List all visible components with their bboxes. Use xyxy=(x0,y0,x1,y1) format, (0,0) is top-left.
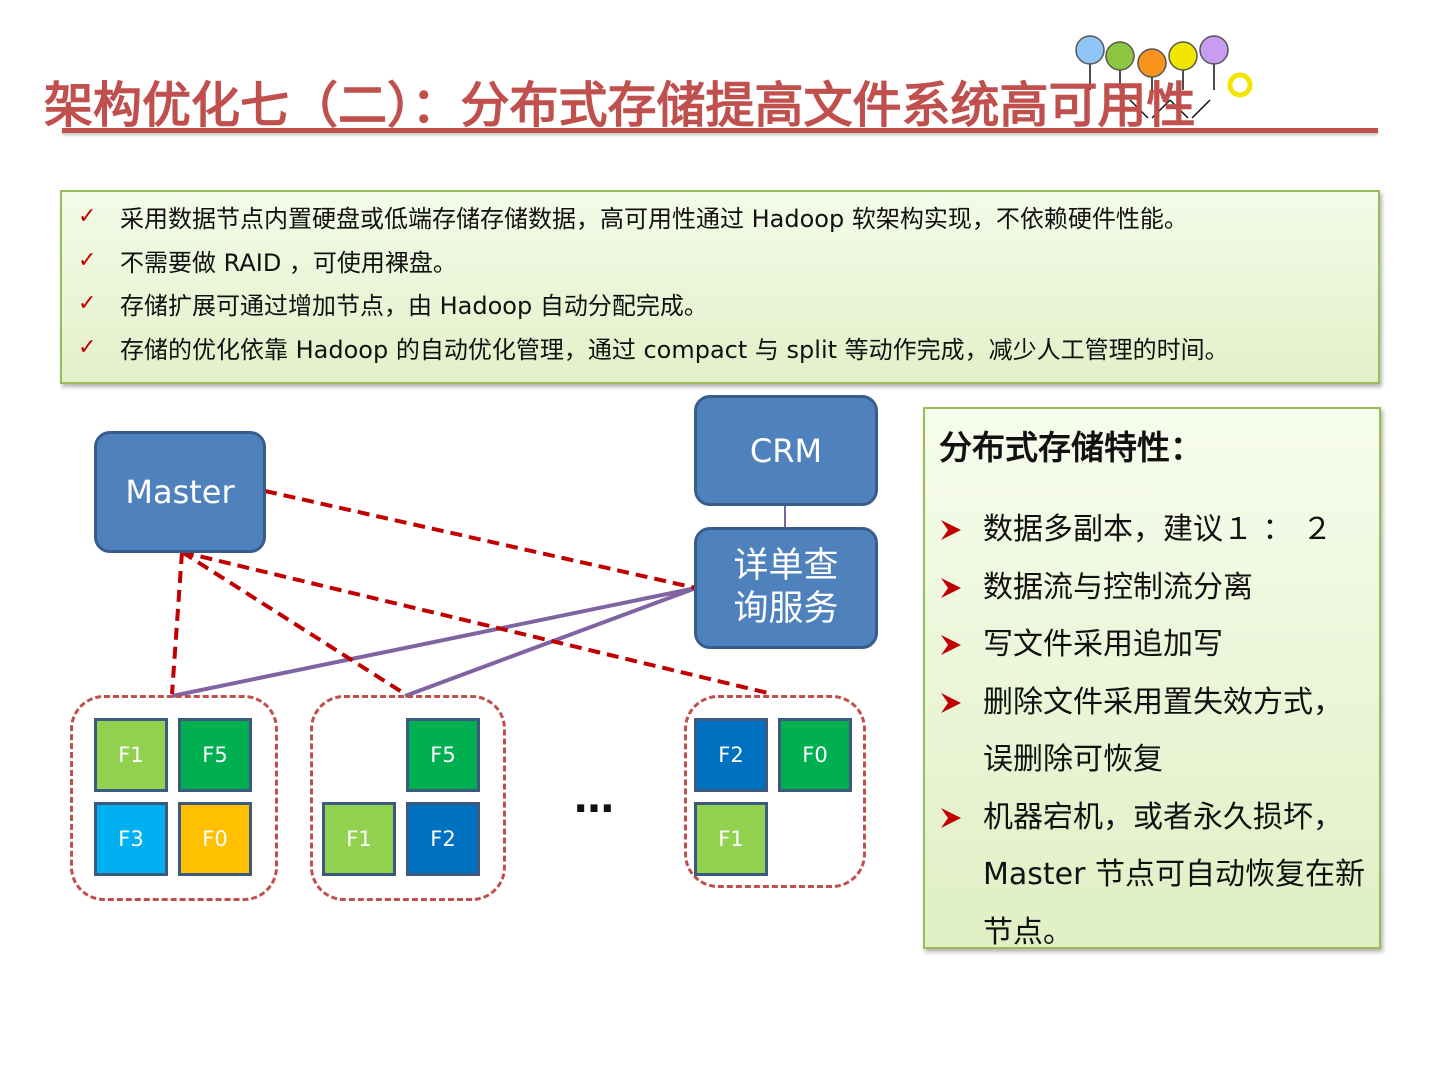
master-node: Master xyxy=(94,431,266,553)
file-block: F0 xyxy=(778,718,852,792)
key-points-box: ✓采用数据节点内置硬盘或低端存储存储数据，高可用性通过 Hadoop 软架构实现… xyxy=(60,190,1380,384)
key-point: ✓存储扩展可通过增加节点，由 Hadoop 自动分配完成。 xyxy=(78,285,1378,329)
key-point: ✓存储的优化依靠 Hadoop 的自动优化管理，通过 compact 与 spl… xyxy=(78,329,1378,373)
check-icon: ✓ xyxy=(78,247,97,273)
query-service-node: 详单查询服务 xyxy=(694,527,878,649)
features-title: 分布式存储特性： xyxy=(939,428,1203,467)
data-line xyxy=(171,586,697,698)
storage-node-group-1 xyxy=(70,695,278,901)
control-line xyxy=(170,551,184,695)
features-box: 分布式存储特性： 数据多副本，建议１ ： ２ 数据流与控制流分离 写文件采用追加… xyxy=(923,407,1381,950)
file-block: F2 xyxy=(406,802,480,876)
logo-decoration xyxy=(1075,35,1253,119)
connection-lines xyxy=(170,489,786,698)
feature-item: 写文件采用追加写 xyxy=(939,616,1369,674)
arrow-bullet-icon xyxy=(941,520,961,540)
arrow-bullet-icon xyxy=(941,635,961,655)
file-block: F1 xyxy=(694,802,768,876)
storage-node-group-3 xyxy=(684,695,866,888)
arrow-bullet-icon xyxy=(941,577,961,598)
data-line xyxy=(404,586,697,698)
control-line xyxy=(181,550,773,696)
arrow-bullet-icon xyxy=(941,807,961,828)
page-title: 架构优化七（二）：分布式存储提高文件系统高可用性 xyxy=(44,77,1196,134)
arrow-bullet-icon xyxy=(941,692,961,713)
control-line xyxy=(264,489,697,590)
crm-node: CRM xyxy=(694,395,878,506)
key-point: ✓采用数据节点内置硬盘或低端存储存储数据，高可用性通过 Hadoop 软架构实现… xyxy=(78,198,1378,242)
check-icon: ✓ xyxy=(78,291,97,316)
file-block: F3 xyxy=(94,802,168,876)
storage-node-group-2 xyxy=(310,695,506,901)
check-icon: ✓ xyxy=(78,204,97,229)
title-underline xyxy=(62,128,1378,133)
more-nodes-ellipsis: … xyxy=(574,776,614,822)
file-block: F0 xyxy=(178,802,252,876)
file-block: F5 xyxy=(178,718,252,792)
feature-item: 删除文件采用置失效方式，误删除可恢复 xyxy=(939,674,1369,789)
file-block: F1 xyxy=(94,718,168,792)
feature-item: 数据多副本，建议１ ： ２ xyxy=(939,501,1369,559)
key-point: ✓不需要做 RAID ，可使用裸盘。 xyxy=(78,242,1378,286)
feature-item: 机器宕机，或者永久损坏，Master 节点可自动恢复在新节点。 xyxy=(939,789,1369,962)
file-block: F2 xyxy=(694,718,768,792)
control-line xyxy=(180,550,407,696)
check-icon: ✓ xyxy=(78,334,97,360)
file-block: F5 xyxy=(406,718,480,792)
feature-item: 数据流与控制流分离 xyxy=(939,559,1369,617)
file-block: F1 xyxy=(322,802,396,876)
